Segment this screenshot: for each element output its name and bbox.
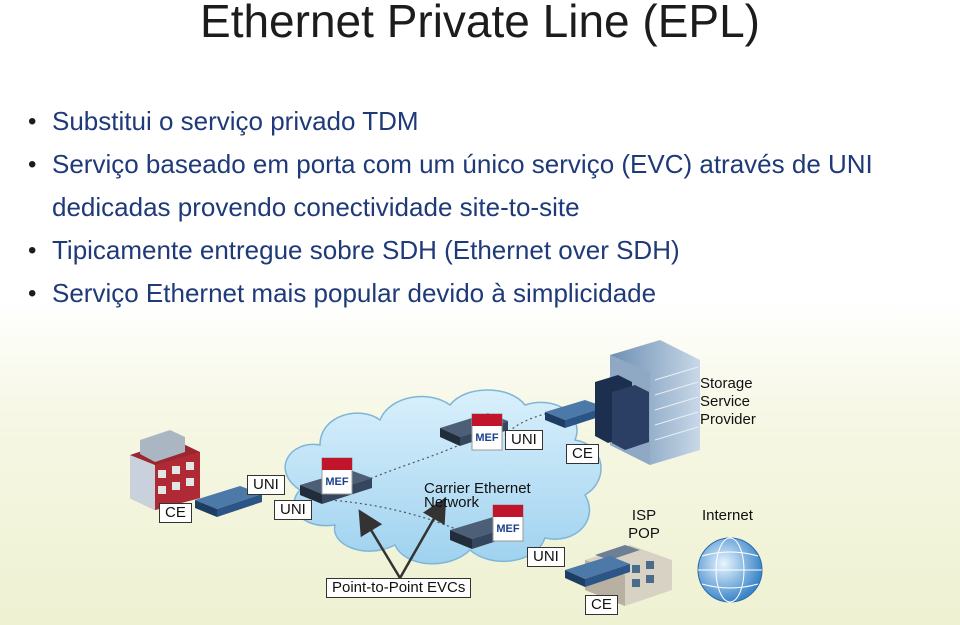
network-label: Carrier Ethernet Network	[424, 480, 531, 512]
isp-line1: ISP	[631, 507, 657, 524]
ce-device-isp-icon	[565, 556, 630, 587]
bullet-text: Serviço baseado em porta com um único se…	[52, 149, 873, 222]
isp-line2: POP	[628, 525, 660, 542]
mef-badge-logo: MEF	[475, 432, 499, 444]
uni-top-right-label: UNI	[505, 430, 543, 450]
server-rack-icon	[595, 375, 649, 450]
mef-badge-top-icon: MEF	[471, 413, 503, 451]
storage-line2: Service	[700, 393, 751, 410]
internet-globe-icon	[697, 537, 763, 603]
bullet-icon: •	[28, 151, 37, 178]
uni-bottom-right-label: UNI	[527, 547, 565, 567]
network-label-line2: Network	[424, 494, 480, 511]
bullet-text: Serviço Ethernet mais popular devido à s…	[52, 278, 657, 308]
bullet-icon: •	[28, 108, 37, 135]
mef-badge-left-icon: MEF	[321, 457, 353, 495]
storage-line1: Storage	[700, 375, 753, 392]
storage-provider-label: Storage Service Provider	[700, 375, 770, 429]
mef-badge-bottom-icon: MEF	[492, 504, 524, 542]
storage-line3: Provider	[700, 411, 756, 428]
network-label-line1: Carrier Ethernet	[424, 480, 531, 497]
bullet-item: • Serviço baseado em porta com um único s…	[24, 143, 944, 229]
bullet-list: • Substitui o serviço privado TDM • Serviç…	[24, 100, 944, 315]
uni-left-top-label: UNI	[247, 475, 285, 495]
uni-left-bottom-label: UNI	[274, 500, 312, 520]
bullet-item: • Tipicamente entregue sobre SDH (Etherne…	[24, 229, 944, 272]
mef-badge-logo: MEF	[496, 523, 520, 535]
slide-title: Ethernet Private Line (EPL)	[200, 0, 760, 47]
evc-arrows	[358, 497, 447, 579]
bullet-item: • Substitui o serviço privado TDM	[24, 100, 944, 143]
mef-badge-logo: MEF	[325, 476, 349, 488]
ce-top-right-label: CE	[566, 444, 599, 464]
evc-label: Point-to-Point EVCs	[326, 578, 472, 598]
bullet-text: Substitui o serviço privado TDM	[52, 106, 419, 136]
bullet-item: • Serviço Ethernet mais popular devido à …	[24, 272, 944, 315]
internet-label: Internet	[702, 507, 753, 524]
ce-left-label: CE	[159, 503, 192, 523]
left-building-icon	[130, 430, 200, 510]
ce-device-left-icon	[195, 486, 262, 517]
bullet-icon: •	[28, 280, 37, 307]
bullet-icon: •	[28, 237, 37, 264]
isp-pop-label: ISP POP	[622, 507, 666, 543]
ce-bottom-label: CE	[585, 595, 618, 615]
bullet-text: Tipicamente entregue sobre SDH (Ethernet…	[52, 235, 680, 265]
